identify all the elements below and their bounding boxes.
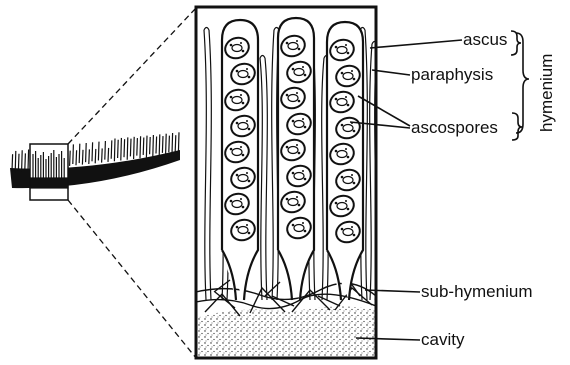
bristle [22, 150, 23, 171]
bristle [159, 134, 160, 155]
bristle [102, 148, 103, 162]
bristle [92, 142, 93, 161]
bristle [108, 148, 109, 162]
label-ascospores: ascospores [411, 118, 498, 137]
bristle [137, 138, 138, 156]
bristle [127, 137, 128, 159]
paraphysis-tip [260, 56, 265, 59]
ascus [278, 18, 314, 300]
cavity-region [196, 306, 376, 358]
paraphysis [272, 30, 274, 300]
bristle [89, 149, 90, 164]
bristle [95, 149, 96, 163]
label-ascus: ascus [463, 30, 507, 49]
label-paraphysis: paraphysis [411, 65, 493, 84]
bristle [130, 139, 131, 157]
paraphysis [260, 58, 262, 300]
asci [222, 18, 363, 300]
bristle [146, 136, 147, 158]
label-cavity: cavity [421, 330, 465, 349]
bristle [70, 151, 71, 166]
bristle [134, 137, 135, 159]
bristle [153, 135, 154, 157]
bristle [76, 150, 77, 165]
bristle [156, 137, 157, 154]
brace-ascospores [512, 113, 522, 140]
bristle [114, 138, 115, 161]
paraphysis [265, 58, 267, 300]
bristle [143, 138, 144, 155]
bristle [150, 137, 151, 154]
bristle [178, 132, 179, 153]
paraphysis [365, 30, 367, 300]
bristle [121, 138, 122, 161]
bristle [12, 154, 13, 171]
ascus [327, 22, 363, 300]
bristle [79, 144, 80, 163]
paraphysis [370, 44, 372, 300]
paraphysis [322, 58, 324, 300]
bristle [118, 140, 119, 158]
bristle [166, 134, 167, 155]
bristle [28, 150, 29, 171]
strip-base [30, 178, 68, 188]
braces [511, 31, 529, 140]
bristle [18, 154, 19, 171]
bristle [172, 133, 173, 154]
paraphysis-tip [204, 28, 209, 31]
enlarged-section [196, 18, 377, 358]
bristle [124, 139, 125, 157]
bristle [175, 135, 176, 151]
bristle [162, 136, 163, 153]
bristle [82, 150, 83, 165]
label-sub-hymenium: sub-hymenium [421, 282, 533, 301]
bristle [169, 136, 170, 153]
bristle [140, 136, 141, 158]
ascus [222, 20, 258, 300]
paraphysis [209, 30, 211, 300]
bristle [98, 142, 99, 161]
bristle [73, 144, 74, 164]
bristle [15, 151, 16, 172]
bristle [86, 143, 87, 162]
bristle [25, 153, 26, 170]
bristle [105, 141, 106, 160]
bristle [111, 140, 112, 158]
label-hymenium: hymenium [537, 54, 556, 132]
paraphysis [204, 30, 206, 300]
